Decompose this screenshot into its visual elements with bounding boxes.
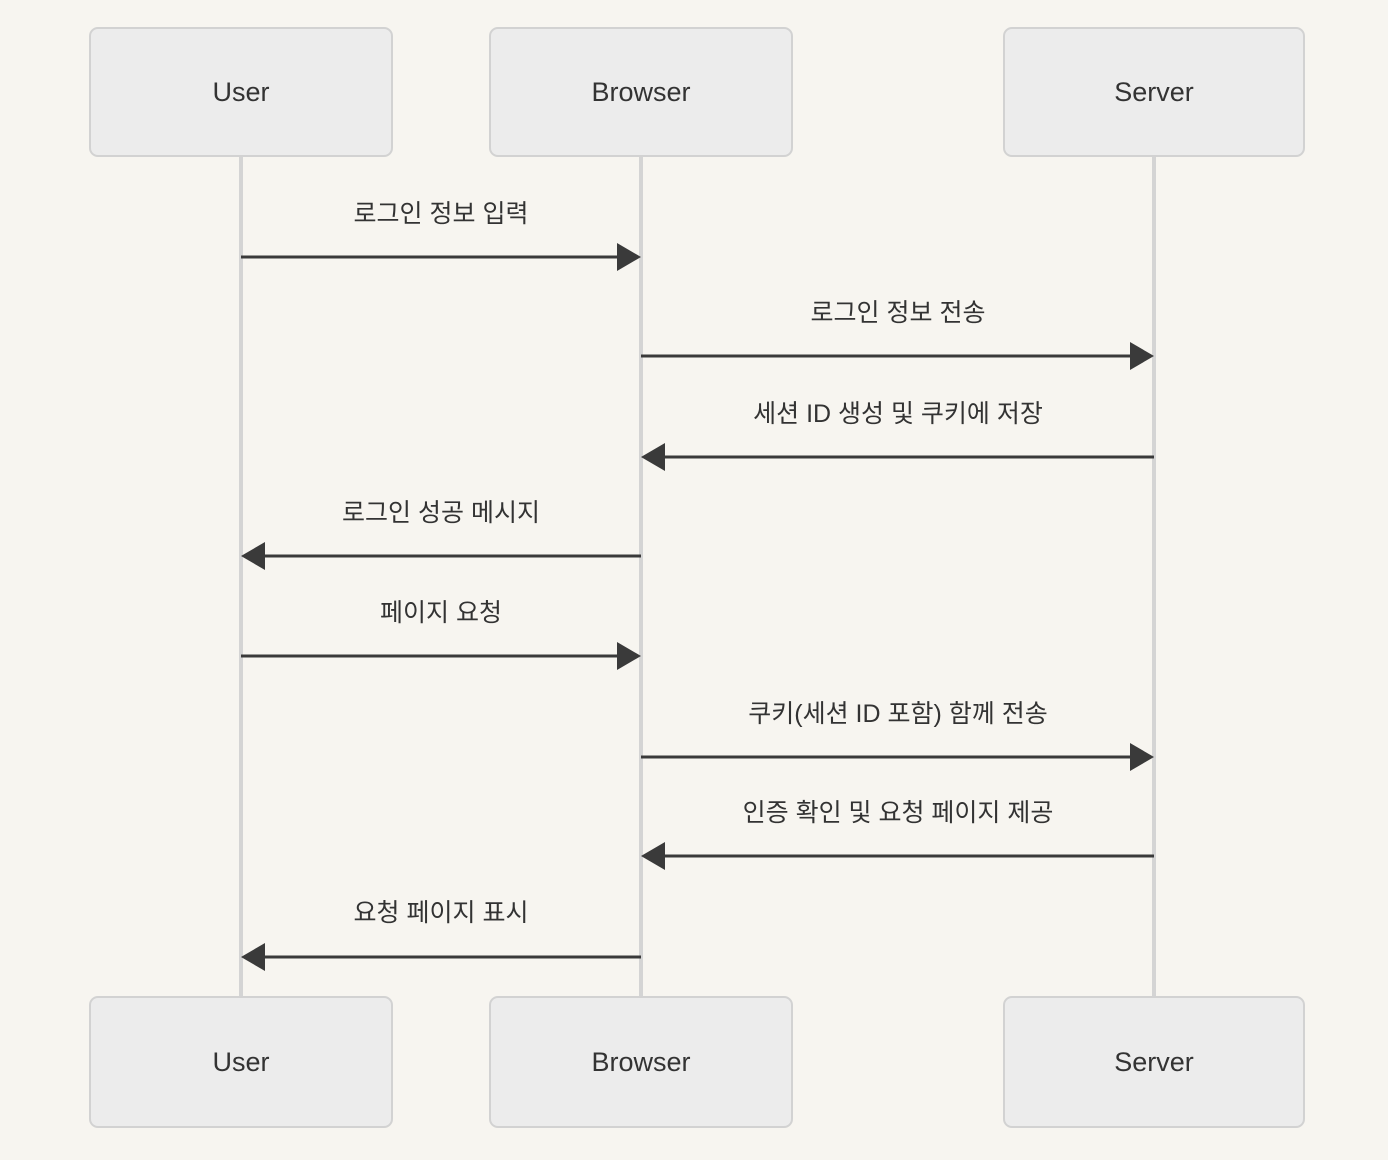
actor-label-browser-top: Browser [591, 77, 690, 107]
message-5-arrowhead [617, 642, 641, 670]
actor-bottom-user[interactable]: User [89, 996, 393, 1128]
actor-box-rect [489, 996, 793, 1128]
actor-label-server-bottom: Server [1114, 1047, 1194, 1077]
message-3-label: 세션 ID 생성 및 쿠키에 저장 [753, 400, 1043, 428]
message-2-arrowhead [1130, 342, 1154, 370]
actor-box-rect [1003, 996, 1305, 1128]
actor-top-user[interactable]: User [89, 27, 393, 157]
actor-label-user-bottom: User [212, 1047, 269, 1077]
lifelines-group [239, 156, 1156, 1000]
message-6-label: 쿠키(세션 ID 포함) 함께 전송 [748, 700, 1047, 728]
actor-box-rect [489, 27, 793, 157]
message-1-label: 로그인 정보 입력 [354, 200, 529, 228]
message-6[interactable]: 쿠키(세션 ID 포함) 함께 전송 [641, 700, 1154, 771]
message-8-label: 요청 페이지 표시 [354, 899, 529, 927]
message-7-arrowhead [641, 842, 665, 870]
message-2[interactable]: 로그인 정보 전송 [641, 299, 1154, 370]
message-4-label: 로그인 성공 메시지 [342, 499, 540, 527]
actor-box-rect [89, 27, 393, 157]
message-4-arrowhead [241, 542, 265, 570]
message-5-label: 페이지 요청 [380, 599, 502, 627]
actor-bottom-server[interactable]: Server [1003, 996, 1305, 1128]
actor-box-rect [89, 996, 393, 1128]
message-5[interactable]: 페이지 요청 [241, 599, 641, 670]
actor-bottom-browser[interactable]: Browser [489, 996, 793, 1128]
message-3-arrowhead [641, 443, 665, 471]
message-2-label: 로그인 정보 전송 [811, 299, 986, 327]
message-8[interactable]: 요청 페이지 표시 [241, 899, 641, 971]
message-3[interactable]: 세션 ID 생성 및 쿠키에 저장 [641, 400, 1154, 471]
actor-label-server-top: Server [1114, 77, 1194, 107]
message-1-arrowhead [617, 243, 641, 271]
message-6-arrowhead [1130, 743, 1154, 771]
message-4[interactable]: 로그인 성공 메시지 [241, 499, 641, 570]
actor-label-user-top: User [212, 77, 269, 107]
actor-top-server[interactable]: Server [1003, 27, 1305, 157]
actor-top-browser[interactable]: Browser [489, 27, 793, 157]
actor-box-rect [1003, 27, 1305, 157]
message-1[interactable]: 로그인 정보 입력 [241, 200, 641, 271]
message-7[interactable]: 인증 확인 및 요청 페이지 제공 [641, 799, 1154, 870]
message-8-arrowhead [241, 943, 265, 971]
actor-label-browser-bottom: Browser [591, 1047, 690, 1077]
message-7-label: 인증 확인 및 요청 페이지 제공 [743, 799, 1054, 827]
